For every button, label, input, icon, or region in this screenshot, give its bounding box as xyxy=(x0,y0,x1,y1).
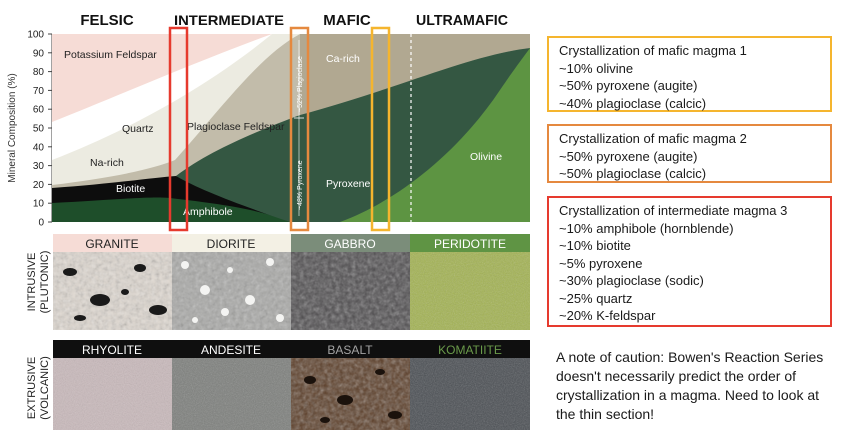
box3-line: ~10% amphibole (hornblende) xyxy=(559,220,734,236)
label-pct-plagioclase: ~52% Plagioclase xyxy=(297,56,304,112)
box-mafic-magma-2: Crystallization of mafic magma 2 ~50% py… xyxy=(547,124,832,183)
y-tick-label: 60 xyxy=(33,105,45,116)
y-tick-label: 100 xyxy=(27,30,44,41)
group-intermediate: INTERMEDIATE xyxy=(174,12,284,28)
highlight-mafic-magma-2 xyxy=(289,26,310,232)
box3-line: ~5% pyroxene xyxy=(559,255,643,271)
rock-peridotite: PERIDOTITE xyxy=(434,237,506,251)
box3-line: ~20% K-feldspar xyxy=(559,308,656,323)
y-tick-label: 70 xyxy=(33,86,45,97)
y-tick-label: 20 xyxy=(33,180,45,191)
rock-diorite: DIORITE xyxy=(207,237,256,251)
box1-line: ~50% pyroxene (augite) xyxy=(559,78,698,93)
rock-basalt: BASALT xyxy=(327,343,373,357)
label-plagioclase: Plagioclase Feldspar xyxy=(187,121,285,133)
y-axis-label: Mineral Composition (%) xyxy=(7,73,18,182)
group-felsic: FELSIC xyxy=(80,12,134,29)
row-extrusive-sub: (VOLCANIC) xyxy=(39,356,51,420)
rock-granite: GRANITE xyxy=(85,237,138,251)
box3-line: ~10% biotite xyxy=(559,238,631,253)
rock-classification-diagram: FELSIC INTERMEDIATE MAFIC ULTRAMAFIC Min… xyxy=(7,12,530,430)
y-tick-label: 90 xyxy=(33,48,45,59)
y-tick-label: 50 xyxy=(33,124,45,135)
box1-title: Crystallization of mafic magma 1 xyxy=(559,43,747,58)
rock-gabbro: GABBRO xyxy=(324,237,375,251)
box2-line: ~50% pyroxene (augite) xyxy=(559,148,698,164)
label-quartz: Quartz xyxy=(122,123,154,135)
label-ca-rich: Ca-rich xyxy=(326,53,360,65)
row-extrusive: EXTRUSIVE xyxy=(26,357,38,419)
label-biotite: Biotite xyxy=(116,183,145,195)
intrusive-photos xyxy=(53,252,530,330)
intrusive-headers xyxy=(53,234,530,252)
caution-note: A note of caution: Bowen's Reaction Seri… xyxy=(556,349,824,422)
group-mafic: MAFIC xyxy=(323,12,371,29)
box1-line: ~40% plagioclase (calcic) xyxy=(559,95,707,111)
box3-line: ~25% quartz xyxy=(559,290,633,306)
y-tick-label: 10 xyxy=(33,199,45,210)
rock-andesite: ANDESITE xyxy=(201,343,261,357)
label-olivine: Olivine xyxy=(470,151,502,163)
label-potassium-feldspar: Potassium Feldspar xyxy=(64,49,157,61)
y-tick-label: 80 xyxy=(33,67,45,78)
y-tick-label: 0 xyxy=(38,218,44,229)
extrusive-photos xyxy=(53,358,530,430)
box2-title: Crystallization of mafic magma 2 xyxy=(559,131,747,146)
highlight-intermediate-magma-3 xyxy=(168,26,189,232)
y-tick-label: 30 xyxy=(33,161,45,172)
row-intrusive-sub: (PLUTONIC) xyxy=(39,251,51,314)
extrusive-header-bar xyxy=(53,340,530,358)
label-na-rich: Na-rich xyxy=(90,157,124,169)
box-intermediate-magma-3: Crystallization of intermediate magma 3 … xyxy=(547,196,832,327)
area-ca-plagioclase xyxy=(300,34,530,115)
rock-komatiite: KOMATIITE xyxy=(438,343,502,357)
box3-title: Crystallization of intermediate magma 3 xyxy=(559,203,788,218)
y-axis-ticks: 0 10 20 30 40 50 60 70 80 90 100 xyxy=(27,30,52,229)
label-pct-pyroxene: ~48% Pyroxene xyxy=(297,160,304,210)
label-amphibole: Amphibole xyxy=(183,206,233,218)
highlight-mafic-magma-1 xyxy=(370,26,391,232)
box2-line: ~50% plagioclase (calcic) xyxy=(559,166,707,181)
y-tick-label: 40 xyxy=(33,142,45,153)
box-mafic-magma-1: Crystallization of mafic magma 1 ~10% ol… xyxy=(547,36,832,112)
box1-line: ~10% olivine xyxy=(559,60,634,76)
box3-line: ~30% plagioclase (sodic) xyxy=(559,273,704,288)
area-olivine xyxy=(340,48,530,222)
rock-rhyolite: RHYOLITE xyxy=(82,343,142,357)
group-ultramafic: ULTRAMAFIC xyxy=(416,12,508,29)
row-intrusive: INTRUSIVE xyxy=(26,253,38,312)
label-pyroxene: Pyroxene xyxy=(326,178,371,190)
